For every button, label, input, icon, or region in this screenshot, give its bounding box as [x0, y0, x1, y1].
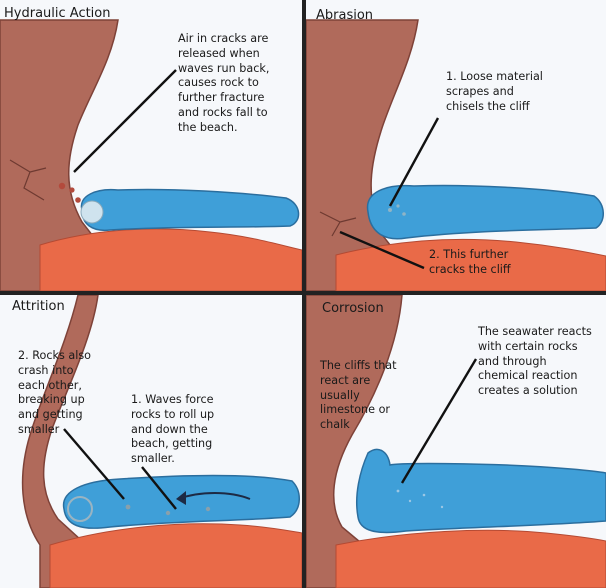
hydraulic-illustration: [0, 19, 302, 291]
panel-abrasion: Abrasion 1. Loose material scrapes and c…: [306, 0, 606, 291]
rock: [205, 506, 211, 512]
horizontal-divider: [0, 291, 606, 295]
dissolved-particle: [440, 505, 444, 509]
abrasion-illustration: [306, 19, 606, 291]
abrasion-note-1: 1. Loose material scrapes and chisels th…: [446, 70, 543, 113]
wave: [366, 184, 604, 240]
beach: [39, 228, 302, 291]
cliff-crack: [319, 211, 357, 237]
abrasion-note-2: 2. This further cracks the cliff: [429, 248, 511, 276]
wave-foam: [67, 496, 93, 522]
rock: [125, 504, 131, 510]
cliff: [0, 19, 119, 291]
wave: [80, 188, 300, 232]
rock: [165, 510, 171, 516]
panel-title: Corrosion: [322, 301, 384, 316]
dissolved-particle: [422, 493, 426, 497]
sediment: [402, 212, 406, 216]
pointer-line: [63, 428, 125, 500]
falling-rock: [58, 182, 66, 190]
beach: [49, 523, 302, 588]
beach: [335, 529, 606, 588]
pointer-line: [141, 466, 177, 510]
cliff: [0, 295, 90, 588]
panel-corrosion: Corrosion The cliffs that react are usua…: [306, 295, 606, 588]
attrition-note-2: 1. Waves force rocks to roll up and down…: [131, 393, 215, 466]
panel-title: Attrition: [12, 299, 65, 314]
pointer-line: [73, 69, 177, 173]
sediment: [388, 208, 392, 212]
attrition-illustration: [0, 295, 302, 588]
sediment: [396, 204, 400, 208]
movement-arrowhead: [176, 491, 186, 505]
panel-title: Abrasion: [316, 8, 374, 23]
cliff-crack: [9, 159, 47, 201]
falling-rock: [75, 197, 81, 203]
pointer-line: [339, 230, 425, 270]
dissolved-particle: [408, 499, 412, 503]
pointer-line: [400, 358, 478, 484]
wave-foam: [80, 200, 104, 224]
wave: [355, 448, 606, 534]
corrosion-note-1: The cliffs that react are usually limest…: [320, 359, 397, 432]
cliff: [21, 295, 99, 588]
pointer-line: [388, 117, 440, 207]
hydraulic-note: Air in cracks are released when waves ru…: [178, 32, 270, 134]
corrosion-note-2: The seawater reacts with certain rocks a…: [478, 325, 592, 398]
panel-hydraulic-action: Hydraulic Action Air in cracks are relea…: [0, 0, 302, 291]
falling-rock: [69, 187, 75, 193]
panel-attrition: Attrition 2. Rocks also crash into each …: [0, 295, 302, 588]
dissolved-particle: [396, 489, 400, 493]
cliff: [306, 295, 403, 588]
attrition-note-1: 2. Rocks also crash into each other, bre…: [18, 349, 91, 436]
corrosion-illustration: [306, 295, 606, 588]
panel-title: Hydraulic Action: [4, 6, 111, 21]
